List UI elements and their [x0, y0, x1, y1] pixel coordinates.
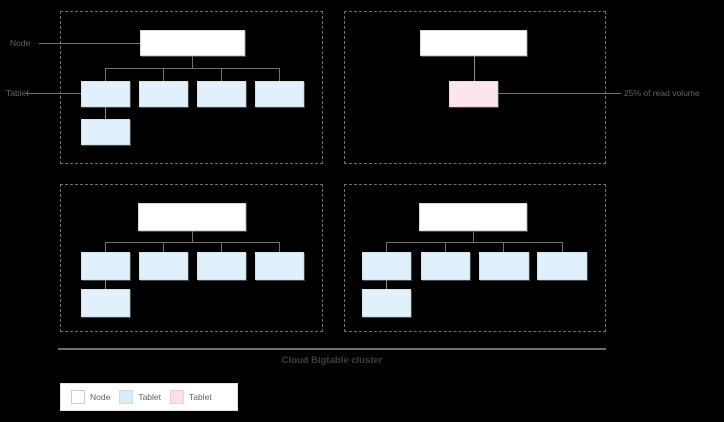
connector-node-stem	[473, 231, 474, 243]
node-group-bottom-right	[344, 184, 606, 332]
node-box	[420, 30, 527, 56]
legend-item-tablet[interactable]: Tablet	[119, 390, 161, 404]
legend-label: Node	[90, 392, 111, 402]
node-swatch-icon	[71, 390, 85, 404]
callout-label-tablet: Tablet	[6, 88, 29, 98]
node-box	[419, 203, 527, 231]
legend-label: Tablet	[138, 392, 162, 402]
tablet-box	[81, 252, 130, 280]
connector-node-stem	[192, 231, 193, 243]
connector-drop	[221, 242, 222, 254]
tablet-swatch-icon	[119, 390, 134, 404]
tablet-box	[81, 119, 130, 145]
cluster-caption: Cloud Bigtable cluster	[281, 355, 383, 366]
tablet-box	[362, 289, 411, 317]
connector-tablet-stem	[105, 107, 106, 119]
tablet-box	[537, 252, 587, 280]
connector-drop	[279, 68, 280, 81]
connector-drop	[163, 242, 164, 254]
tablet-box	[255, 252, 304, 280]
node-box	[138, 203, 246, 231]
callout-line-tablet	[26, 93, 81, 94]
connector-node-stem	[192, 56, 193, 69]
legend: Node Tablet Tablet	[60, 383, 238, 411]
tablet-box	[421, 252, 470, 280]
legend-item-hot-tablet[interactable]: Tablet	[170, 390, 212, 404]
connector-node-stem	[474, 56, 475, 81]
tablet-box	[81, 81, 130, 107]
node-group-top-right	[344, 11, 606, 164]
connector-drop	[279, 242, 280, 254]
tablet-box	[362, 252, 411, 280]
node-group-top-left	[60, 11, 323, 164]
connector-drop	[386, 242, 387, 254]
cluster-divider	[58, 348, 606, 350]
connector-bus	[105, 242, 280, 243]
hot-tablet-box	[449, 81, 498, 107]
legend-label: Tablet	[189, 392, 212, 402]
tablet-box	[255, 81, 304, 107]
node-box	[140, 30, 245, 56]
connector-bus	[105, 68, 280, 69]
tablet-box	[479, 252, 529, 280]
legend-item-node[interactable]: Node	[71, 390, 110, 404]
tablet-box	[139, 252, 188, 280]
callout-label-read-volume: 25% of read volume	[624, 88, 700, 98]
callout-line-node	[39, 43, 140, 44]
hot-tablet-swatch-icon	[170, 390, 185, 404]
connector-tablet-stem	[105, 280, 106, 290]
tablet-box	[81, 289, 130, 317]
connector-drop	[562, 242, 563, 254]
connector-drop	[105, 68, 106, 81]
node-group-bottom-left	[60, 184, 323, 332]
tablet-box	[197, 252, 246, 280]
connector-drop	[221, 68, 222, 81]
connector-bus	[386, 242, 562, 243]
tablet-box	[197, 81, 246, 107]
connector-drop	[163, 68, 164, 81]
connector-drop	[503, 242, 504, 254]
callout-label-node: Node	[10, 38, 31, 48]
connector-drop	[445, 242, 446, 254]
connector-drop	[105, 242, 106, 254]
connector-tablet-stem	[386, 280, 387, 290]
callout-line-read-volume	[498, 93, 621, 94]
tablet-box	[139, 81, 188, 107]
